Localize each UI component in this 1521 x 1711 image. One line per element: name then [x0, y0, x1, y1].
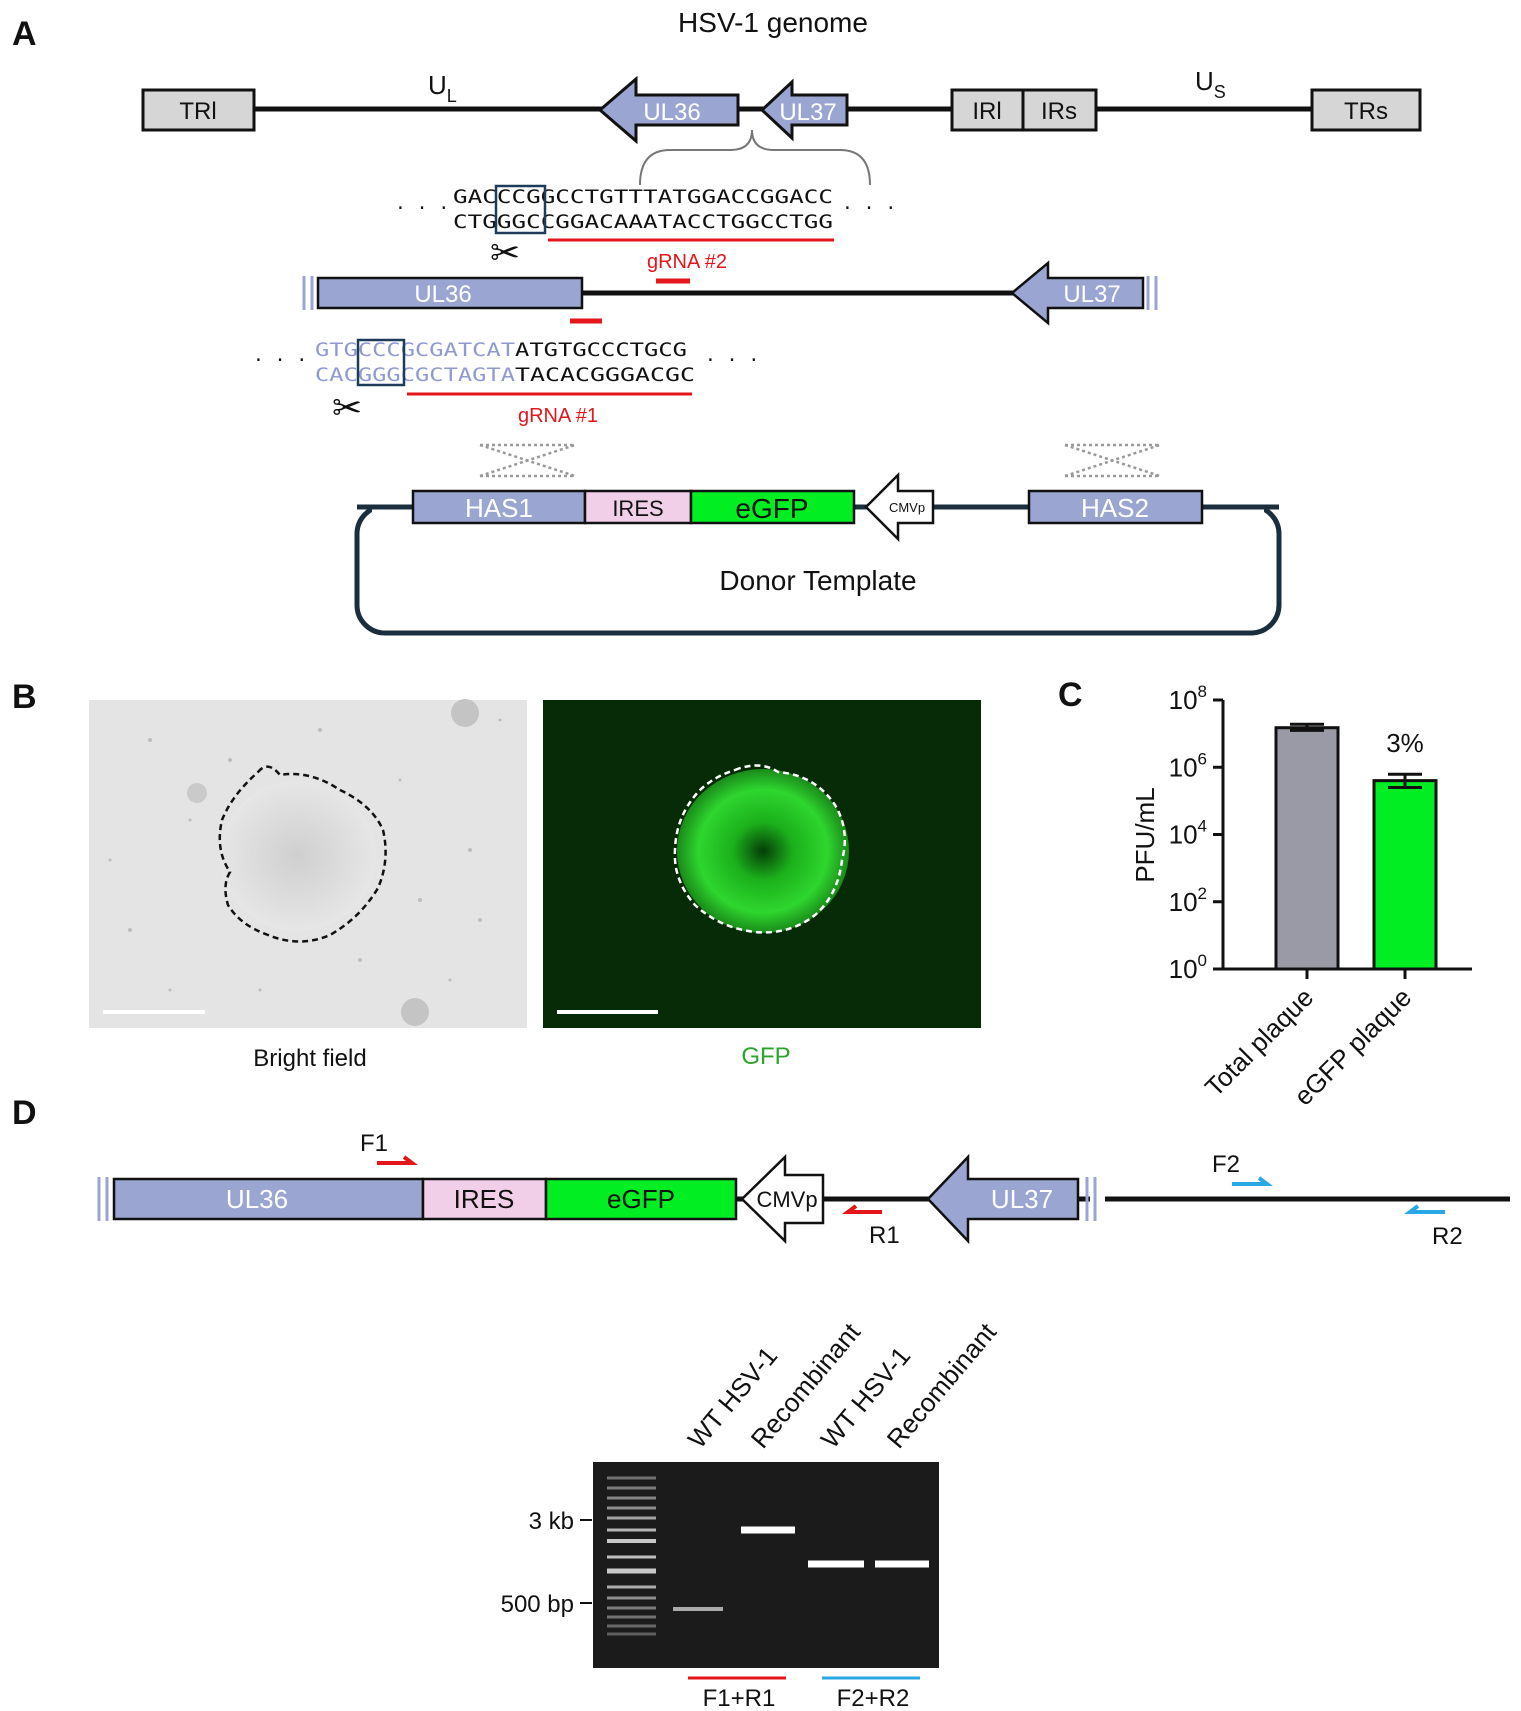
d-ul37-arrow	[926, 1153, 1080, 1245]
gfp-plaque-outline	[673, 764, 847, 934]
seq2-bottom: CTGGGCCGGACAAATACCTGGCCTGG	[453, 211, 833, 233]
d-ires-box	[421, 1177, 548, 1221]
zoom-ul37-arrow	[1010, 260, 1145, 326]
panel-label-d: D	[12, 1094, 37, 1132]
ul37-label: UL37	[779, 99, 836, 126]
trl-box	[141, 88, 256, 132]
ul-label: UL	[428, 70, 457, 106]
y-tick-label: 104	[1169, 817, 1207, 850]
d-egfp-box	[544, 1177, 738, 1221]
grna2-label: gRNA #2	[647, 251, 727, 273]
bar	[1274, 726, 1340, 971]
crossover-right	[1064, 443, 1161, 478]
bright-field-speck-dark-2	[401, 998, 429, 1026]
pair2-label: F2+R2	[837, 1685, 910, 1711]
scissors-icon-2: ✂	[490, 232, 520, 273]
dots-left-1: · · ·	[395, 198, 449, 219]
irs-box	[1021, 88, 1098, 132]
grna1-label: gRNA #1	[518, 405, 598, 427]
ladder-bands	[607, 1476, 656, 1636]
gfp-label: GFP	[741, 1043, 790, 1070]
bright-field-speck-dark-1	[451, 699, 479, 727]
lane-label-recomb-2: Recombinant	[881, 1317, 1003, 1454]
ul36-arrow	[597, 75, 740, 145]
seq1-top-blue: GTGCCCGCGATCAT	[315, 339, 515, 361]
pam-box-2	[494, 184, 547, 235]
primer-r1-arrow	[842, 1204, 882, 1214]
genome-title: HSV-1 genome	[678, 7, 868, 38]
trs-box	[1310, 88, 1422, 132]
has2-box	[1027, 489, 1204, 525]
primer-f2-arrow	[1232, 1176, 1273, 1186]
trs-label: TRs	[1344, 98, 1388, 125]
primer-f1-arrow	[377, 1155, 418, 1165]
donor-egfp-label: eGFP	[735, 493, 808, 524]
bright-field-speckles	[108, 718, 502, 992]
pam-box-1	[356, 338, 406, 387]
zoom-ul36-label: UL36	[414, 281, 471, 308]
donor-cmvp-arrow	[864, 471, 935, 543]
bright-field-plaque	[220, 781, 376, 931]
seq1-bottom-black: TACACGGGACGC	[515, 364, 695, 386]
d-egfp-label: eGFP	[607, 1184, 675, 1214]
donor-egfp-box	[689, 489, 856, 525]
bright-field-label: Bright field	[253, 1045, 366, 1072]
scissors-icon-1: ✂	[332, 387, 362, 428]
y-tick-label: 102	[1169, 884, 1207, 917]
dots-left-2: · · ·	[253, 350, 307, 371]
panel-a: A HSV-1 genome TRl IRl IRs TRs UL US UL3…	[12, 7, 1422, 636]
pair1-label: F1+R1	[703, 1685, 776, 1711]
panel-label-b: B	[12, 678, 37, 716]
gfp-plaque	[677, 769, 849, 933]
ul37-arrow	[759, 78, 849, 142]
primer-r2-label: R2	[1432, 1223, 1463, 1250]
panel-label-c: C	[1058, 676, 1083, 714]
y-tick-label: 106	[1169, 749, 1207, 782]
primer-r2-arrow	[1404, 1204, 1445, 1214]
donor-ires-label: IRES	[612, 496, 663, 521]
dots-right-1: · · ·	[842, 198, 896, 219]
crossover-left	[479, 443, 576, 478]
panel-d: D UL36 IRES eGFP CMVp UL37 F1 R1 F2 R2 W…	[12, 1094, 1510, 1711]
d-ul37-label: UL37	[991, 1184, 1053, 1214]
seq2-top: GACCCGGCCTGTTTATGGACCGGACC	[453, 186, 833, 208]
primer-r1-label: R1	[869, 1222, 900, 1249]
marker-3kb-label: 3 kb	[529, 1508, 574, 1535]
has1-box	[411, 489, 587, 525]
bright-field-speck-dark-3	[187, 783, 207, 803]
has1-label: HAS1	[465, 493, 533, 523]
seq1-bottom-blue: CACGGGCGCTAGTA	[315, 364, 516, 386]
has2-label: HAS2	[1081, 493, 1149, 523]
zoom-bracket	[639, 129, 871, 186]
d-ul36-label: UL36	[226, 1184, 288, 1214]
primer-f2-label: F2	[1212, 1151, 1240, 1178]
d-cmvp-label: CMVp	[756, 1187, 817, 1212]
y-tick-label: 108	[1169, 682, 1207, 715]
donor-cmvp-label: CMVp	[889, 500, 925, 515]
dots-right-2: · · ·	[705, 350, 759, 371]
irl-label: IRl	[972, 98, 1001, 125]
panel-b: B Bright field GFP	[12, 678, 981, 1072]
irs-label: IRs	[1041, 98, 1077, 125]
us-label: US	[1195, 66, 1226, 102]
donor-template-label: Donor Template	[719, 565, 916, 596]
seq1-top-black: ATGTGCCCTGCG	[515, 339, 687, 361]
zoom-ul37-label: UL37	[1063, 281, 1120, 308]
marker-500bp-label: 500 bp	[501, 1591, 574, 1618]
y-tick-label: 100	[1169, 951, 1207, 984]
d-cmvp-arrow	[740, 1154, 825, 1244]
trl-label: TRl	[179, 98, 216, 125]
zoom-ul36-box	[316, 276, 584, 310]
bar	[1372, 779, 1438, 971]
panel-label-a: A	[12, 15, 37, 53]
y-axis-label: PFU/mL	[1130, 787, 1160, 882]
ul36-label: UL36	[643, 99, 700, 126]
d-ires-label: IRES	[454, 1184, 515, 1214]
primer-f1-label: F1	[360, 1130, 388, 1157]
percent-annotation: 3%	[1386, 728, 1424, 758]
